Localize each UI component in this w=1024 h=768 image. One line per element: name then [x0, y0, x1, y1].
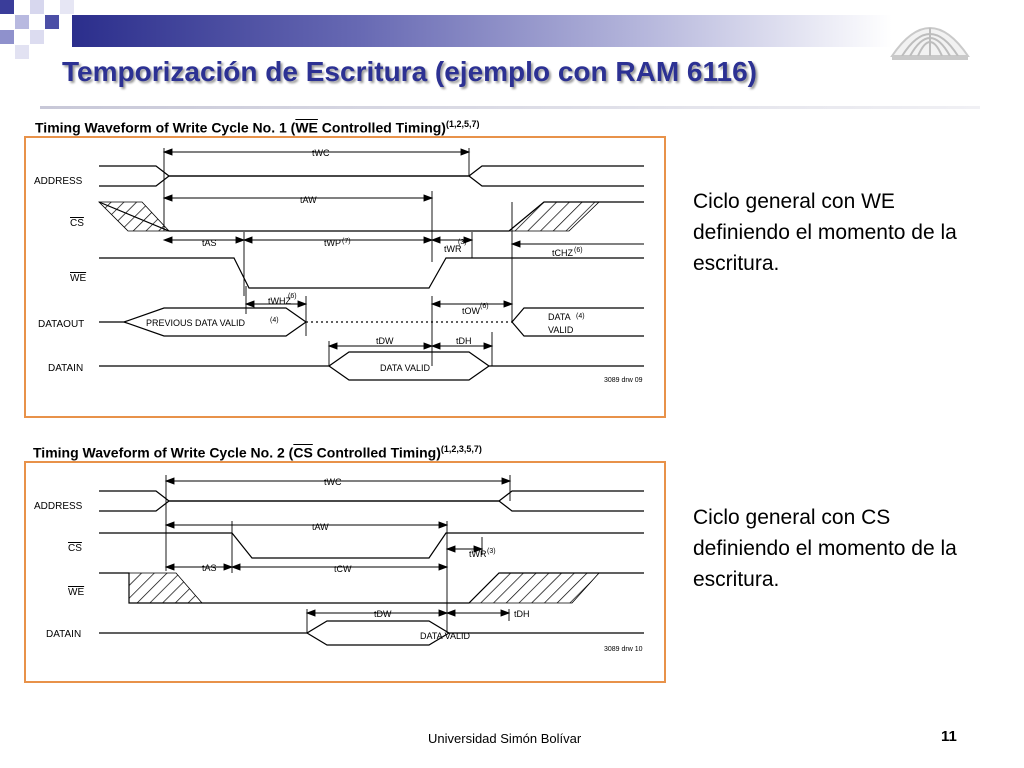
d1-tchz: tCHZ [552, 248, 573, 258]
d1-twr-note: (3) [458, 239, 467, 246]
d1-data-valid-out-1: DATA [548, 312, 571, 322]
header-bar [72, 15, 892, 47]
d2-datain-bottom [306, 632, 450, 646]
d1-label-we: WE [70, 273, 86, 284]
d1-tas: tAS [202, 238, 217, 248]
d1-taw: tAW [300, 195, 317, 205]
d2-twc: tWC [324, 477, 342, 487]
title-underline [40, 106, 980, 109]
d1-prev-note: (4) [270, 317, 279, 324]
d1-twc: tWC [312, 148, 330, 158]
d1-label-cs: CS [70, 218, 84, 229]
d2-address-bottom [99, 500, 644, 512]
d1-tow: tOW [462, 306, 481, 316]
d1-tchz-note: (6) [574, 247, 583, 254]
d2-tdh: tDH [514, 609, 530, 619]
university-logo-icon [890, 27, 970, 60]
d1-dataout-prev-bottom [123, 321, 307, 337]
d2-data-valid-in: DATA VALID [420, 631, 471, 641]
d1-datain-bottom [328, 365, 490, 381]
diagram2-timing-waveform: ADDRESS CS WE DATAIN tWC tAW tAS tCW tWR… [24, 461, 666, 683]
d1-twp: tWP [324, 238, 341, 248]
d1-tdw: tDW [376, 336, 394, 346]
d1-label-dataout: DATAOUT [38, 319, 84, 330]
d1-twhz-note: (6) [288, 293, 297, 300]
d1-tdh: tDH [456, 336, 472, 346]
d1-label-datain: DATAIN [48, 363, 83, 374]
d1-data-out-note: (4) [576, 313, 585, 320]
d2-label-cs: CS [68, 543, 82, 554]
d2-cs-line [99, 532, 644, 559]
footer-university: Universidad Simón Bolívar [428, 731, 582, 746]
d1-data-valid-out-2: VALID [548, 325, 574, 335]
decorative-squares [0, 0, 74, 59]
d1-address-bottom [99, 175, 644, 187]
diagram2-title: Timing Waveform of Write Cycle No. 2 (CS… [33, 444, 482, 461]
d1-label-address: ADDRESS [34, 176, 83, 187]
d1-dataout-valid-top [511, 307, 644, 323]
d2-tdw: tDW [374, 609, 392, 619]
d1-twr: tWR [444, 244, 462, 254]
d2-drawing-code: 3089 drw 10 [604, 646, 643, 653]
diagram1-timing-waveform: ADDRESS CS WE DATAOUT DATAIN tWC tAW tAS… [24, 136, 666, 418]
d1-drawing-code: 3089 drw 09 [604, 377, 643, 384]
d2-tas: tAS [202, 563, 217, 573]
d2-tcw: tCW [334, 564, 352, 574]
d1-twp-note: (7) [342, 238, 351, 245]
d1-dataout-valid-bottom [511, 321, 644, 337]
d2-datain-top [99, 620, 644, 634]
d1-previous-data-valid: PREVIOUS DATA VALID [146, 318, 246, 328]
page-number: 11 [941, 728, 957, 745]
d1-datain-top [99, 351, 644, 367]
diagram1-description: Ciclo general con WE definiendo el momen… [693, 190, 957, 275]
d2-label-address: ADDRESS [34, 501, 83, 512]
d2-label-we: WE [68, 587, 84, 598]
diagram1-frame [24, 136, 666, 418]
d2-twr-note: (3) [487, 548, 496, 555]
d2-taw: tAW [312, 522, 329, 532]
slide-title: Temporización de Escritura (ejemplo con … [62, 56, 757, 87]
d2-twr: tWR [469, 549, 487, 559]
d1-tow-note: (6) [480, 303, 489, 310]
diagram2-description: Ciclo general con CS definiendo el momen… [693, 506, 957, 591]
diagram1-title: Timing Waveform of Write Cycle No. 1 (WE… [35, 119, 480, 136]
d1-data-valid-in: DATA VALID [380, 363, 431, 373]
d1-twhz: tWHZ [268, 296, 291, 306]
d1-we-line [99, 257, 644, 289]
d2-label-datain: DATAIN [46, 629, 81, 640]
d1-dataout-prev-top [99, 307, 307, 323]
